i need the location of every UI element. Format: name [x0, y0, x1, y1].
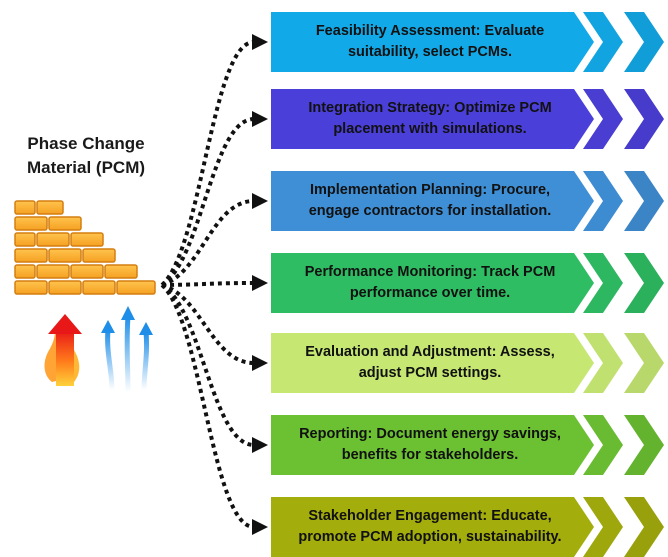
step-text: Integration Strategy: Optimize PCM placem…: [271, 89, 589, 149]
connector-7: [160, 283, 255, 529]
step-line2: promote PCM adoption, sustainability.: [298, 529, 562, 545]
step-line1: Performance Monitoring: Track PCM: [304, 264, 556, 280]
arrowhead-1: [252, 34, 268, 50]
step-text: Implementation Planning: Procure, engage …: [271, 171, 589, 231]
arrowhead-7: [252, 519, 268, 535]
step-5: Evaluation and Adjustment: Assess, adjust…: [271, 333, 668, 393]
step-line1: Stakeholder Engagement: Educate,: [308, 508, 552, 524]
pcm-title: Phase Change Material (PCM): [6, 132, 166, 180]
pcm-title-line1: Phase Change: [27, 134, 145, 153]
step-line2: placement with simulations.: [333, 121, 527, 137]
step-line1: Feasibility Assessment: Evaluate: [315, 23, 545, 39]
step-text: Reporting: Document energy savings, benef…: [271, 415, 589, 475]
step-7: Stakeholder Engagement: Educate, promote …: [271, 497, 668, 557]
step-text: Evaluation and Adjustment: Assess, adjust…: [271, 333, 589, 393]
step-line2: benefits for stakeholders.: [341, 447, 519, 463]
brick-wall-icon: [14, 200, 156, 295]
step-line2: adjust PCM settings.: [358, 365, 502, 381]
connector-3: [161, 199, 255, 287]
step-line2: performance over time.: [349, 285, 511, 301]
step-line1: Implementation Planning: Procure,: [309, 182, 551, 198]
step-text: Performance Monitoring: Track PCM perform…: [271, 253, 589, 313]
step-4: Performance Monitoring: Track PCM perform…: [271, 253, 668, 313]
connector-1: [160, 40, 255, 287]
step-3: Implementation Planning: Procure, engage …: [271, 171, 668, 231]
step-line1: Reporting: Document energy savings,: [299, 426, 561, 442]
heat-arrow-icon: [44, 314, 82, 386]
step-text: Feasibility Assessment: Evaluate suitabil…: [271, 12, 589, 72]
step-line1: Evaluation and Adjustment: Assess,: [305, 344, 555, 360]
step-1: Feasibility Assessment: Evaluate suitabil…: [271, 12, 668, 72]
step-chevron-band: [271, 497, 664, 557]
connector-2: [160, 117, 255, 287]
connector-4: [161, 281, 255, 287]
arrowhead-2: [252, 111, 268, 127]
pcm-title-line2: Material (PCM): [26, 158, 146, 177]
arrowhead-4: [252, 275, 268, 291]
step-chevron-band: [271, 253, 664, 313]
step-6: Reporting: Document energy savings, benef…: [271, 415, 668, 475]
arrowhead-5: [252, 355, 268, 371]
connector-6: [160, 283, 255, 447]
cold-air-arrows-icon: [105, 313, 150, 395]
step-2: Integration Strategy: Optimize PCM placem…: [271, 89, 668, 149]
step-line1: Integration Strategy: Optimize PCM: [308, 100, 552, 116]
step-chevron-band: [271, 415, 664, 475]
step-chevron-band: [271, 171, 664, 231]
step-text: Stakeholder Engagement: Educate, promote …: [271, 497, 589, 557]
step-chevron-band: [271, 333, 664, 393]
step-line2: suitability, select PCMs.: [347, 44, 513, 60]
arrowhead-3: [252, 193, 268, 209]
step-line2: engage contractors for installation.: [308, 203, 552, 219]
arrowhead-6: [252, 437, 268, 453]
step-chevron-band: [271, 12, 664, 72]
step-chevron-band: [271, 89, 664, 149]
